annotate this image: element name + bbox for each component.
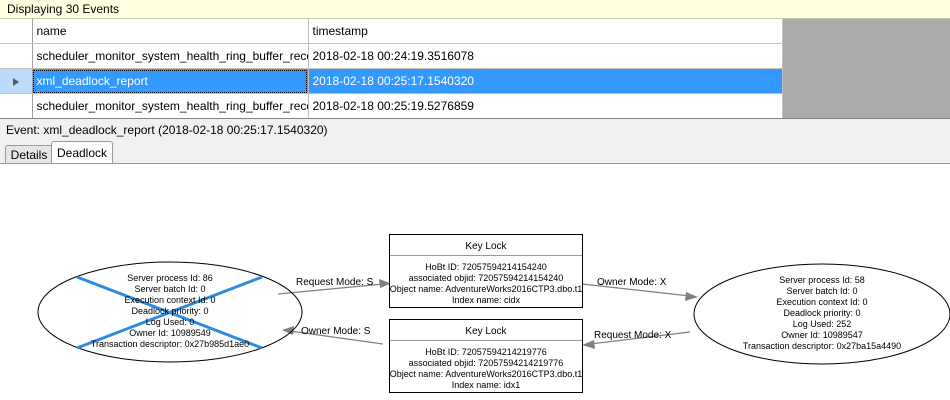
process-left-line-3: Execution context Id: 0 (124, 295, 215, 305)
process-right-line-5: Log Used: 252 (793, 319, 852, 329)
cell-name[interactable]: scheduler_monitor_system_health_ring_buf… (32, 43, 309, 69)
events-grid[interactable]: name timestamp scheduler_monitor_system_… (0, 19, 783, 118)
deadlock-graph-canvas[interactable]: Request Mode: S Owner Mode: X Owner Mode… (0, 163, 950, 400)
edge-top-owner-right: Owner Mode: X (581, 277, 698, 301)
events-grid-container[interactable]: name timestamp scheduler_monitor_system_… (0, 19, 950, 119)
tab-deadlock-label: Deadlock (56, 145, 108, 160)
cell-timestamp[interactable]: 2018-02-18 00:25:17.1540320 (308, 68, 783, 94)
key-lock-bottom-title: Key Lock (465, 326, 507, 337)
key-lock-bottom-line-1: HoBt ID: 72057594214219776 (425, 347, 547, 357)
table-row[interactable]: xml_deadlock_report 2018-02-18 00:25:17.… (0, 68, 783, 94)
process-left-line-7: Transaction descriptor: 0x27b985d1ae0 (91, 339, 249, 349)
cell-name[interactable]: xml_deadlock_report (32, 68, 309, 94)
row-selector-cell[interactable] (0, 93, 33, 118)
key-lock-top-line-1: HoBt ID: 72057594214154240 (425, 262, 547, 272)
edge-label-bottom-owner-left: Owner Mode: S (301, 326, 371, 337)
process-left-line-5: Log Used: 0 (146, 317, 195, 327)
process-left-line-2: Server batch Id: 0 (134, 284, 205, 294)
status-strip-text: Displaying 30 Events (7, 2, 120, 16)
events-grid-header-row: name timestamp (0, 19, 783, 44)
event-header-text: Event: xml_deadlock_report (2018-02-18 0… (6, 123, 328, 137)
table-row[interactable]: scheduler_monitor_system_health_ring_buf… (0, 43, 783, 69)
resource-node-key-lock-top[interactable]: Key Lock HoBt ID: 72057594214154240 asso… (389, 234, 583, 308)
status-strip: Displaying 30 Events (0, 0, 950, 19)
process-right-line-1: Server process Id: 58 (779, 275, 865, 285)
process-node-left[interactable]: Server process Id: 86 Server batch Id: 0… (37, 261, 303, 363)
key-lock-top-line-3: Object name: AdventureWorks2016CTP3.dbo.… (390, 284, 582, 294)
column-header-selector[interactable] (0, 19, 33, 44)
process-left-line-1: Server process Id: 86 (127, 273, 213, 283)
tab-strip: Details Deadlock (0, 141, 950, 163)
tab-deadlock[interactable]: Deadlock (51, 141, 113, 163)
edge-bottom-owner-left: Owner Mode: S (282, 326, 384, 345)
cell-name[interactable]: scheduler_monitor_system_health_ring_buf… (32, 93, 309, 118)
cell-timestamp[interactable]: 2018-02-18 00:24:19.3516078 (308, 43, 783, 69)
column-header-timestamp[interactable]: timestamp (308, 19, 783, 44)
table-row[interactable]: scheduler_monitor_system_health_ring_buf… (0, 93, 783, 118)
key-lock-top-line-4: Index name: cidx (452, 295, 521, 305)
row-selector-cell[interactable] (0, 68, 33, 94)
edge-label-left-request-top: Request Mode: S (296, 277, 374, 288)
row-selector-cell[interactable] (0, 43, 33, 69)
key-lock-top-title: Key Lock (465, 241, 507, 252)
process-right-line-2: Server batch Id: 0 (786, 286, 857, 296)
process-node-right[interactable]: Server process Id: 58 Server batch Id: 0… (693, 263, 950, 365)
key-lock-bottom-line-4: Index name: idx1 (452, 380, 521, 390)
cell-timestamp[interactable]: 2018-02-18 00:25:19.5276859 (308, 93, 783, 118)
process-right-line-7: Transaction descriptor: 0x27ba15a4490 (743, 341, 901, 351)
tab-details[interactable]: Details (5, 145, 53, 163)
tab-details-label: Details (10, 147, 48, 162)
edge-left-request-top: Request Mode: S (277, 277, 391, 295)
edge-label-top-owner-right: Owner Mode: X (597, 277, 667, 288)
resource-node-key-lock-bottom[interactable]: Key Lock HoBt ID: 72057594214219776 asso… (389, 319, 583, 393)
column-header-name[interactable]: name (32, 19, 309, 44)
process-right-line-6: Owner Id: 10989547 (781, 330, 863, 340)
row-selector-arrow-icon (12, 77, 19, 86)
key-lock-top-line-2: associated objid: 72057594214154240 (409, 273, 564, 283)
process-left-line-6: Owner Id: 10989549 (129, 328, 211, 338)
edge-label-right-request-bottom: Request Mode: X (594, 330, 672, 341)
key-lock-bottom-line-3: Object name: AdventureWorks2016CTP3.dbo.… (390, 369, 582, 379)
process-right-line-3: Execution context Id: 0 (776, 297, 867, 307)
process-left-line-4: Deadlock priority: 0 (131, 306, 208, 316)
key-lock-bottom-line-2: associated objid: 72057594214219776 (409, 358, 564, 368)
edge-right-request-bottom: Request Mode: X (582, 330, 691, 349)
event-header: Event: xml_deadlock_report (2018-02-18 0… (0, 119, 950, 141)
process-right-line-4: Deadlock priority: 0 (783, 308, 860, 318)
